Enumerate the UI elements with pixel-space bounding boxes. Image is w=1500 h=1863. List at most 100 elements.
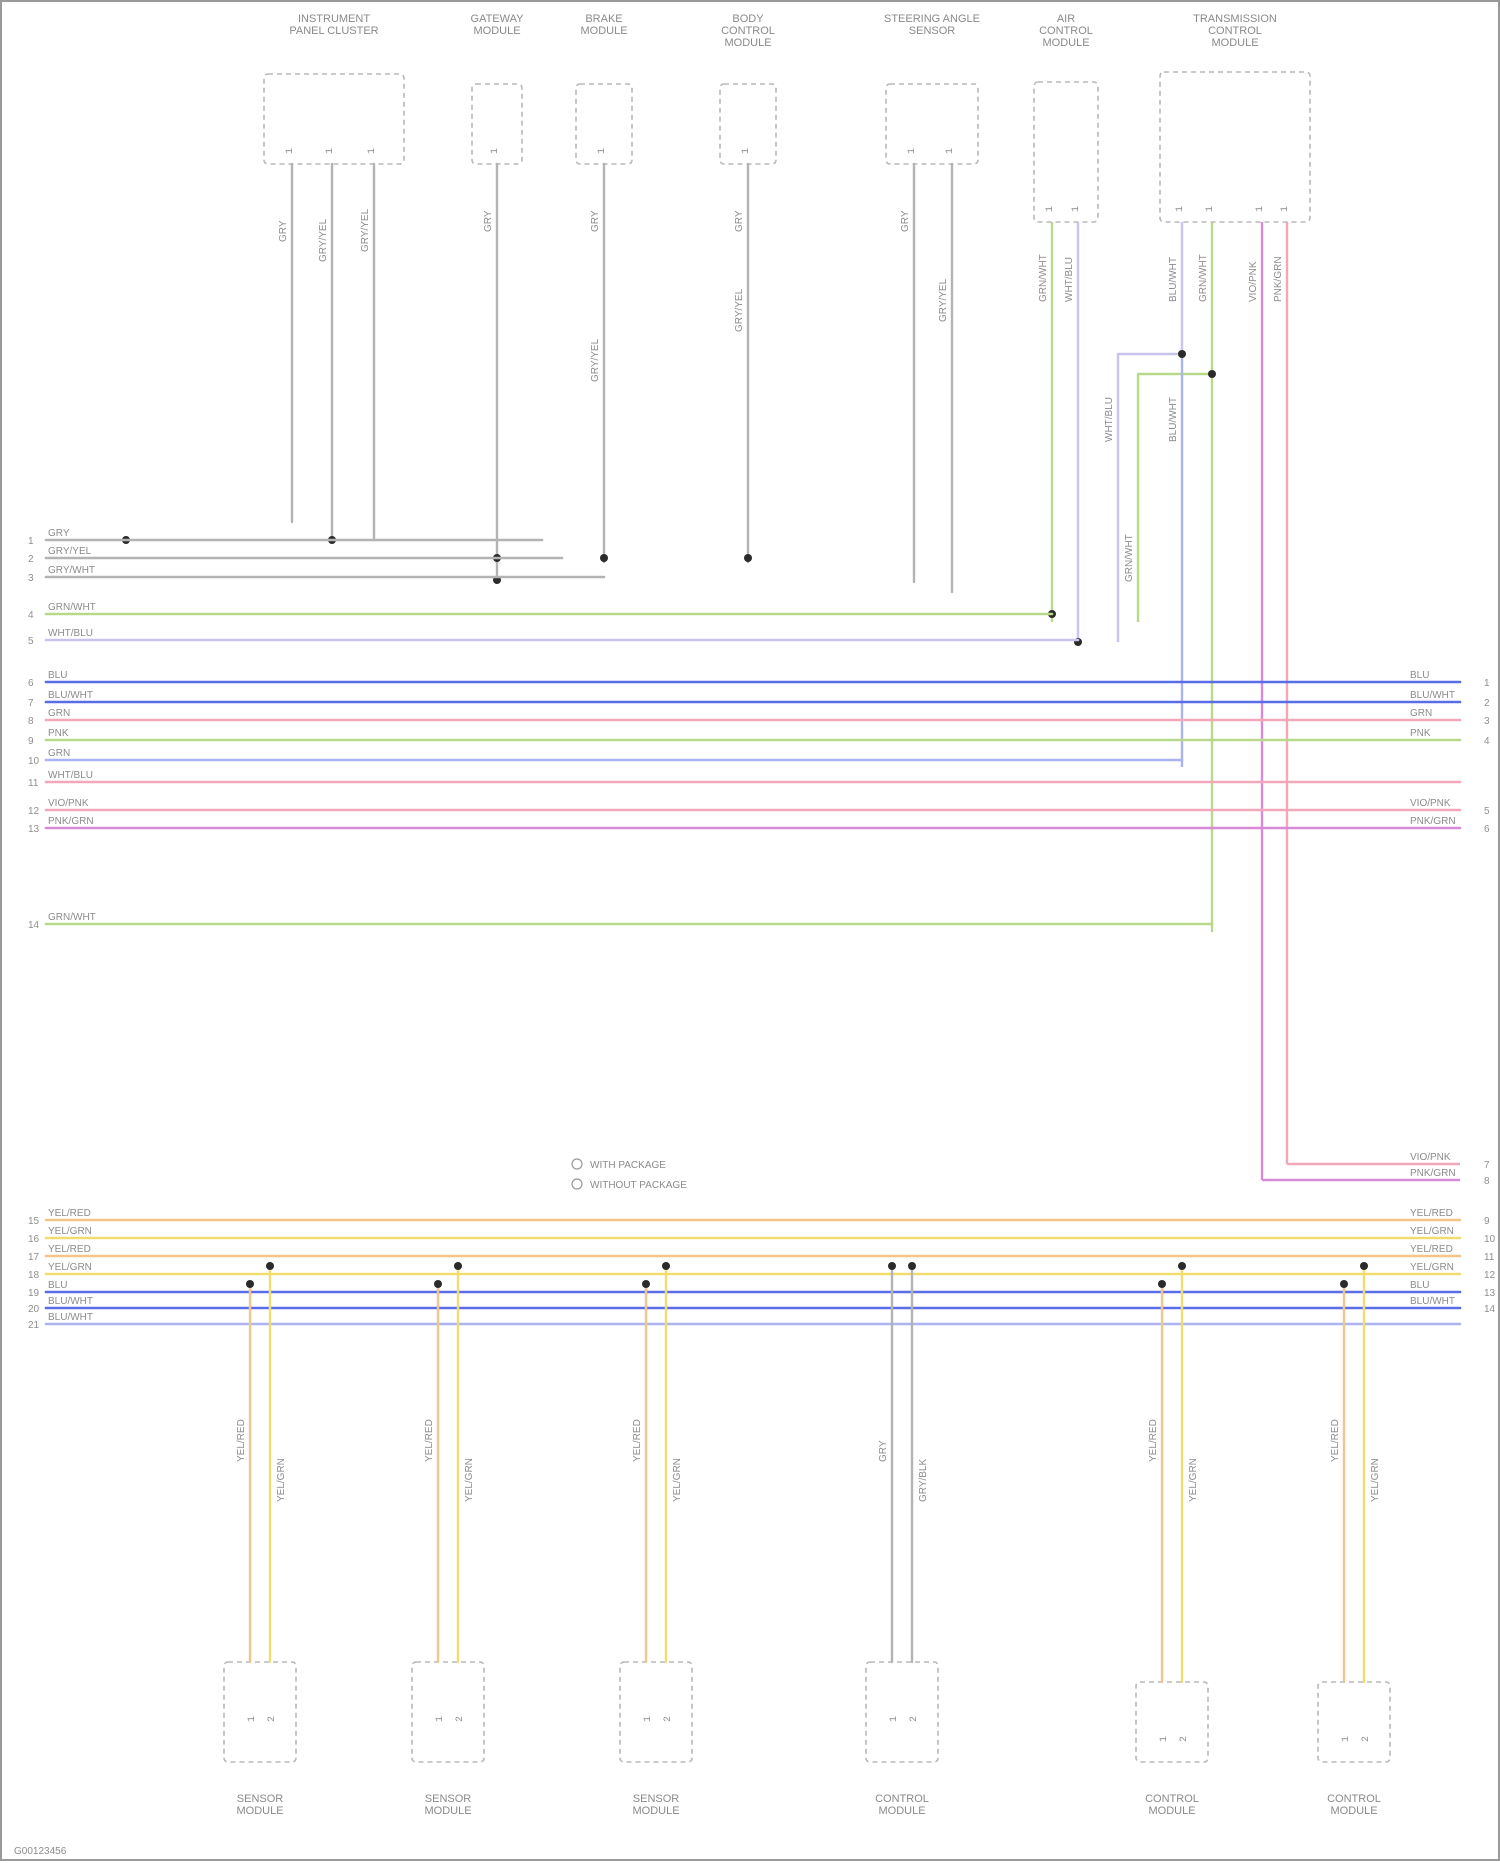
top-module-6: AIRCONTROLMODULE11 xyxy=(1034,13,1098,222)
right-row-label: BLU xyxy=(1410,1280,1429,1291)
wire-label: YEL/GRN xyxy=(464,1458,475,1502)
row-label: GRN/WHT xyxy=(48,912,96,923)
right-row-number: 6 xyxy=(1484,824,1490,835)
right-row-label: VIO/PNK xyxy=(1410,1152,1451,1163)
right-row-label: YEL/RED xyxy=(1410,1244,1453,1255)
pin-label: 1 xyxy=(247,1716,258,1722)
wire-label: GRY xyxy=(900,210,911,232)
row-label: VIO/PNK xyxy=(48,798,89,809)
row-number: 18 xyxy=(28,1270,40,1281)
right-row-label: PNK/GRN xyxy=(1410,1168,1456,1179)
right-row-label: VIO/PNK xyxy=(1410,798,1451,809)
row-label: BLU/WHT xyxy=(48,690,93,701)
right-row-label: BLU/WHT xyxy=(1410,690,1455,701)
right-row-number: 14 xyxy=(1484,1304,1496,1315)
right-row-number: 3 xyxy=(1484,716,1490,727)
module-outline xyxy=(412,1662,484,1762)
pin-label: 1 xyxy=(1341,1736,1352,1742)
pin-label: 2 xyxy=(455,1716,466,1722)
bus-row-18: 18 YEL/GRN xyxy=(28,1262,1460,1281)
row-label: GRN xyxy=(48,748,70,759)
wire-label: YEL/GRN xyxy=(672,1458,683,1502)
splice-dot xyxy=(642,1280,650,1288)
bottom-modules: SENSORMODULEYEL/REDYEL/GRN12SENSORMODULE… xyxy=(224,1262,1390,1817)
wire-label: GRY/YEL xyxy=(734,288,745,332)
pin-label: 1 xyxy=(741,148,752,154)
splice-dot xyxy=(908,1262,916,1270)
bus-row-4: 4GRN/WHT xyxy=(28,602,1052,621)
row-number: 11 xyxy=(28,778,39,789)
splice-dot xyxy=(1360,1262,1368,1270)
pin-label: 1 xyxy=(1255,206,1266,212)
right-row-label: YEL/GRN xyxy=(1410,1262,1454,1273)
pin-label: 1 xyxy=(435,1716,446,1722)
row-label: BLU xyxy=(48,1280,67,1291)
module-title-line: AIR xyxy=(1057,13,1075,25)
splice-dot xyxy=(744,554,752,562)
row-number: 21 xyxy=(28,1320,40,1331)
module-title-line: BODY xyxy=(732,13,764,25)
bottom-module-4: CONTROLMODULEGRYGRY/BLK12 xyxy=(866,1262,938,1817)
splice-dot xyxy=(1340,1280,1348,1288)
pin-label: 1 xyxy=(597,148,608,154)
module-title-line: SENSOR xyxy=(909,25,956,37)
wire-label: YEL/RED xyxy=(1148,1419,1159,1462)
top-module-7: TRANSMISSIONCONTROLMODULE1111 xyxy=(1160,13,1310,222)
footer-code: G00123456 xyxy=(14,1846,67,1857)
row-number: 10 xyxy=(28,756,40,767)
row-number: 20 xyxy=(28,1304,40,1315)
module-outline xyxy=(1136,1682,1208,1762)
row-number: 9 xyxy=(28,736,34,747)
module-title-line: STEERING ANGLE xyxy=(884,13,980,25)
legend-text: WITHOUT PACKAGE xyxy=(590,1180,687,1191)
splice-dot xyxy=(246,1280,254,1288)
row-number: 1 xyxy=(28,536,34,547)
bus-row-19: 19BLU xyxy=(28,1280,1460,1299)
row-number: 3 xyxy=(28,573,34,584)
wire-label: YEL/GRN xyxy=(1188,1458,1199,1502)
module-title-line: TRANSMISSION xyxy=(1193,13,1277,25)
right-row-number: 12 xyxy=(1484,1270,1496,1281)
row-number: 6 xyxy=(28,678,34,689)
row-number: 12 xyxy=(28,806,40,817)
wire-label: YEL/GRN xyxy=(276,1458,287,1502)
wires: GRYGRY/YELGRY/YELGRYGRYGRY/YELGRYGRY/YEL… xyxy=(122,164,1460,1180)
bus-row-12: 12 VIO/PNK xyxy=(28,798,1460,817)
module-title-line: MODULE xyxy=(473,25,520,37)
row-label: BLU/WHT xyxy=(48,1296,93,1307)
right-row-label: GRN xyxy=(1410,708,1432,719)
wire-label: GRN/WHT xyxy=(1124,534,1135,582)
pin-label: 2 xyxy=(663,1716,674,1722)
wire-label: GRY/YEL xyxy=(318,218,329,262)
row-number: 13 xyxy=(28,824,40,835)
wire-label: YEL/RED xyxy=(1330,1419,1341,1462)
row-number: 15 xyxy=(28,1216,40,1227)
splice-dot xyxy=(1178,350,1186,358)
bus-row-15: 15YEL/RED xyxy=(28,1208,1460,1227)
bus-row-2: 2GRY/YEL xyxy=(28,546,562,565)
pin-label: 1 xyxy=(1280,206,1291,212)
module-outline xyxy=(886,84,978,164)
legend-marker xyxy=(572,1159,582,1169)
module-title-line: MODULE xyxy=(632,1805,679,1817)
wire-label: WHT/BLU xyxy=(1104,397,1115,442)
splice-dot xyxy=(1158,1280,1166,1288)
pin-label: 1 xyxy=(643,1716,654,1722)
module-title-line: MODULE xyxy=(1148,1805,1195,1817)
pin-label: 2 xyxy=(267,1716,278,1722)
row-number: 14 xyxy=(28,920,40,931)
module-title-line: INSTRUMENT xyxy=(298,13,370,25)
row-label: GRN xyxy=(48,708,70,719)
pin-label: 1 xyxy=(1205,206,1216,212)
right-row-number: 13 xyxy=(1484,1288,1496,1299)
module-outline xyxy=(620,1662,692,1762)
module-title-line: MODULE xyxy=(1211,37,1258,49)
pin-label: 2 xyxy=(1179,1736,1190,1742)
wire-label: GRY/YEL xyxy=(360,208,371,252)
module-title-line: GATEWAY xyxy=(471,13,525,25)
